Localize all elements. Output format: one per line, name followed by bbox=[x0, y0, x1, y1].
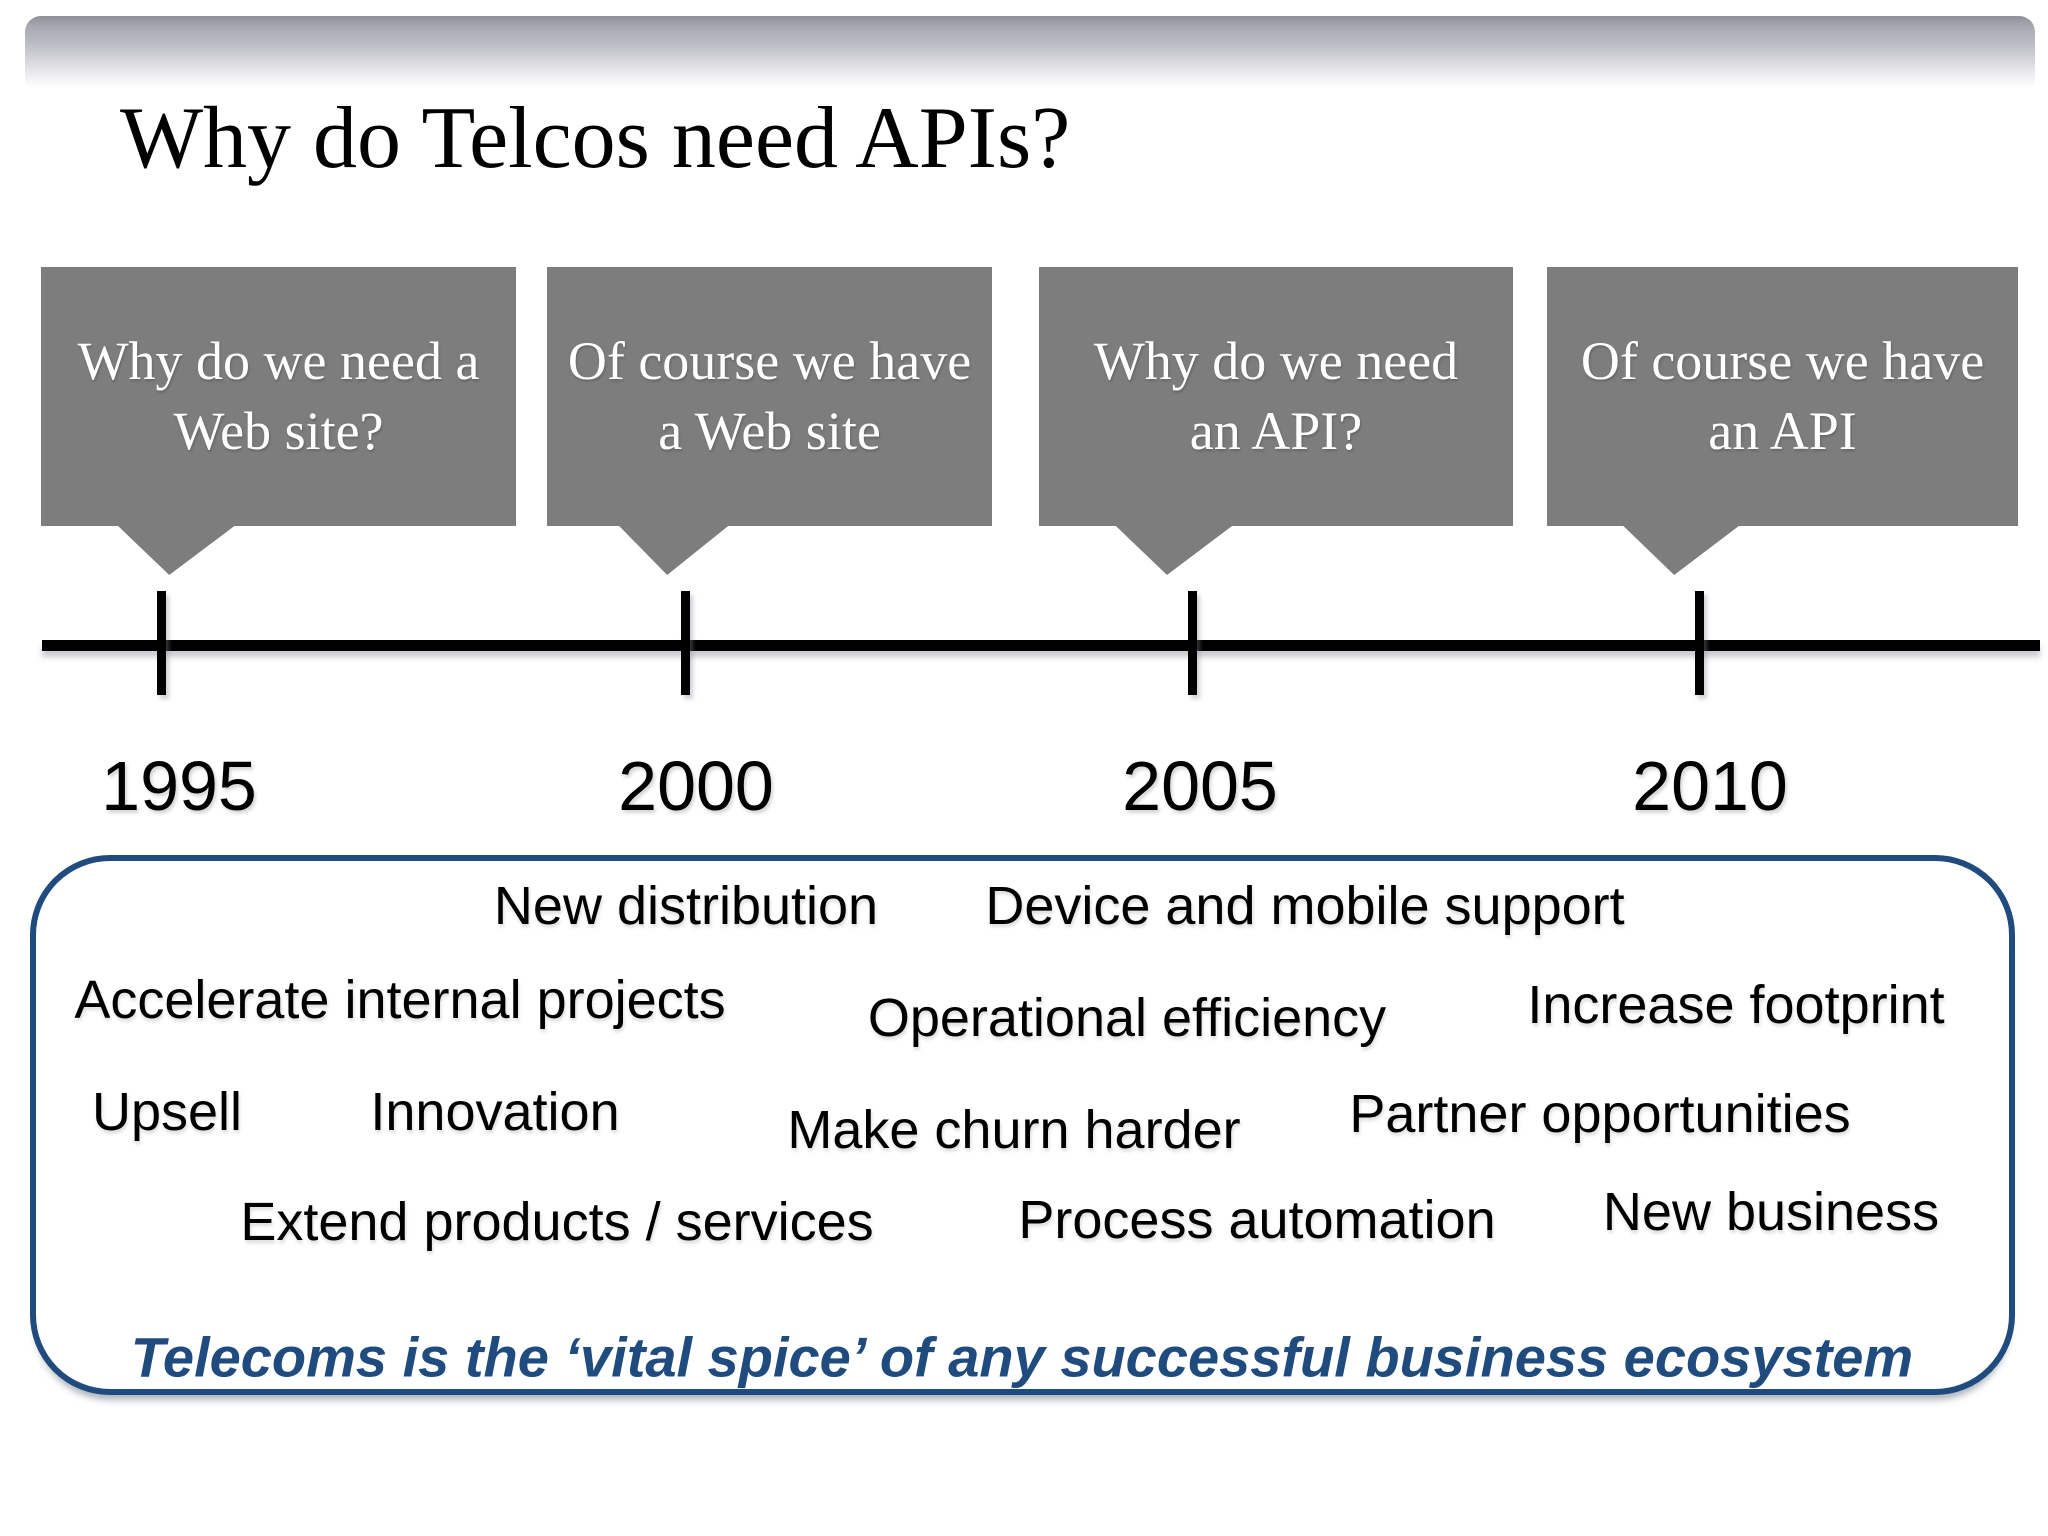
benefit-phrase-device-mobile-support: Device and mobile support bbox=[985, 876, 1625, 936]
year-label-2010: 2010 bbox=[1632, 747, 1788, 825]
benefit-phrase-upsell: Upsell bbox=[91, 1082, 243, 1142]
bubble-line: Of course we have bbox=[567, 331, 972, 392]
benefit-phrase-new-distribution: New distribution bbox=[493, 876, 879, 936]
speech-bubble-2000: Of course we have a Web site bbox=[547, 267, 992, 575]
benefit-phrase-partner-opportunities: Partner opportunities bbox=[1349, 1084, 1851, 1144]
timeline-tick-2010 bbox=[1695, 591, 1704, 695]
tagline: Telecoms is the ‘vital spice’ of any suc… bbox=[130, 1325, 1914, 1389]
benefit-phrase-process-automation: Process automation bbox=[1018, 1190, 1496, 1250]
bubble-line: Why do we need bbox=[1093, 331, 1459, 392]
bubble-line: Web site? bbox=[173, 400, 384, 461]
bubble-line: an API? bbox=[1189, 400, 1363, 461]
timeline-tick-1995 bbox=[157, 591, 166, 695]
timeline-line bbox=[42, 640, 2040, 651]
bubble-line: Why do we need a bbox=[77, 331, 480, 392]
year-label-2000: 2000 bbox=[618, 747, 774, 825]
benefit-phrase-operational-efficiency: Operational efficiency bbox=[867, 988, 1387, 1048]
year-label-1995: 1995 bbox=[101, 747, 257, 825]
benefit-phrase-innovation: Innovation bbox=[370, 1082, 620, 1142]
bubble-tail bbox=[1114, 525, 1234, 575]
bubble-line: an API bbox=[1708, 400, 1857, 461]
bubble-line: a Web site bbox=[658, 400, 881, 461]
year-label-2005: 2005 bbox=[1122, 747, 1278, 825]
speech-bubble-2010: Of course we have an API bbox=[1547, 267, 2018, 575]
bubble-line: Of course we have bbox=[1580, 331, 1985, 392]
speech-bubble-2005: Why do we need an API? bbox=[1039, 267, 1513, 575]
benefits-box bbox=[30, 855, 2015, 1395]
benefit-phrase-extend-products: Extend products / services bbox=[240, 1192, 874, 1252]
bubble-tail bbox=[618, 525, 730, 575]
speech-bubble-1995: Why do we need a Web site? bbox=[41, 267, 516, 575]
benefit-phrase-make-churn-harder: Make churn harder bbox=[787, 1100, 1241, 1160]
benefit-phrase-accelerate-projects: Accelerate internal projects bbox=[74, 970, 726, 1030]
benefit-phrase-new-business: New business bbox=[1602, 1182, 1940, 1242]
bubble-tail bbox=[1622, 525, 1741, 575]
timeline-tick-2005 bbox=[1188, 591, 1197, 695]
page-title: Why do Telcos need APIs? bbox=[120, 90, 1071, 187]
benefit-phrase-increase-footprint: Increase footprint bbox=[1527, 975, 1945, 1035]
top-bar-decoration bbox=[25, 16, 2035, 88]
bubble-tail bbox=[117, 525, 236, 575]
timeline-tick-2000 bbox=[681, 591, 690, 695]
